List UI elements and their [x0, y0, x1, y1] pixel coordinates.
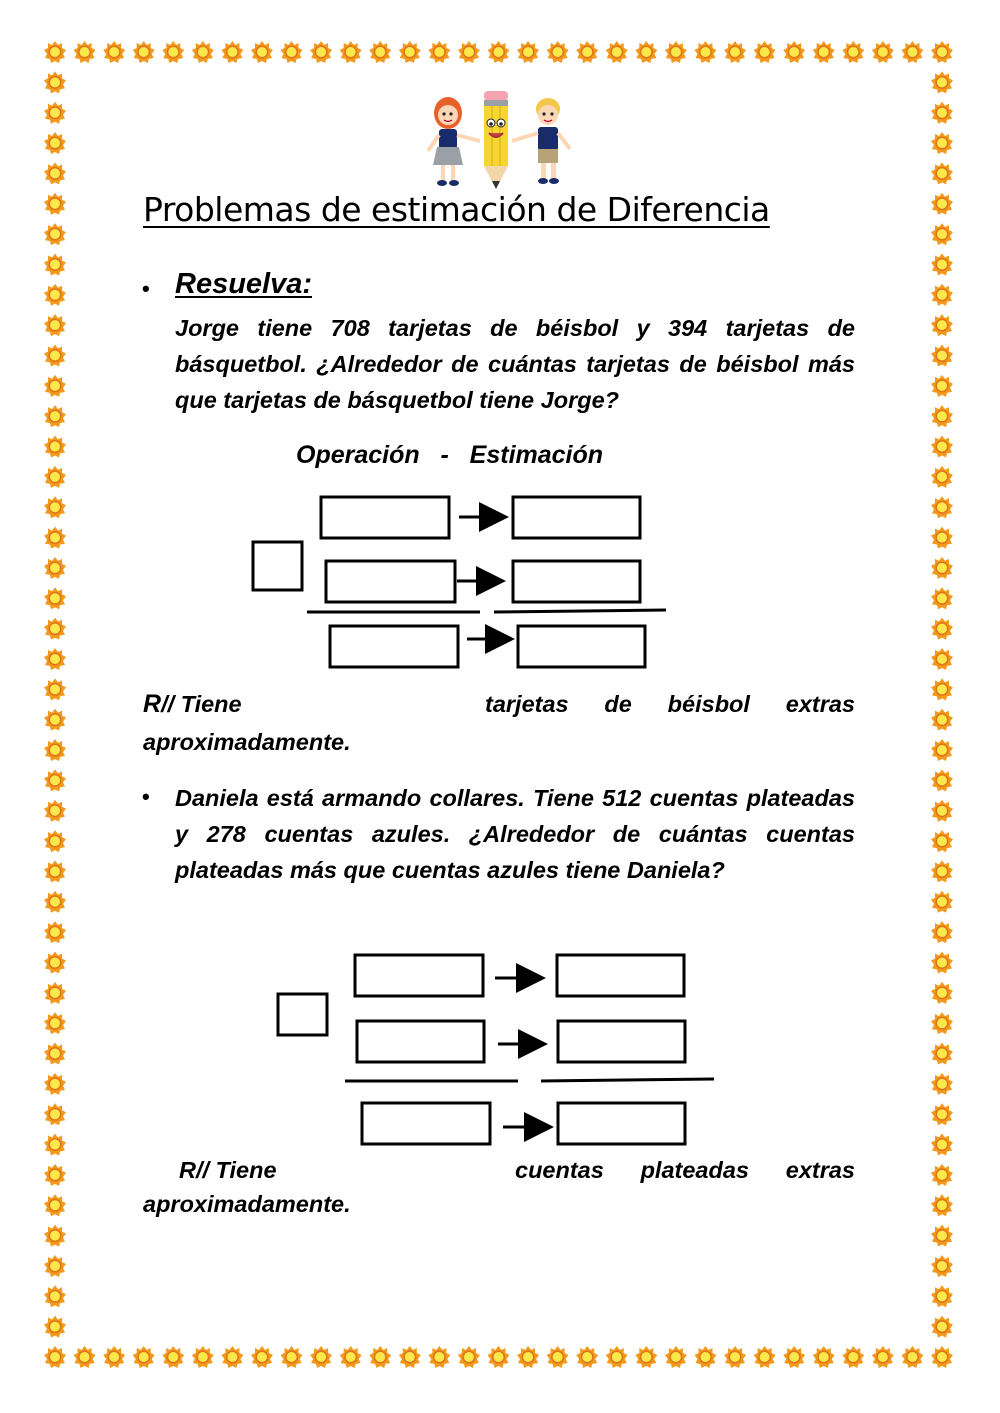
answer-1-prefix: R// Tiene: [143, 690, 242, 718]
answer-word: extras: [785, 691, 855, 717]
page-title: Problemas de estimación de Diferencia: [143, 190, 770, 229]
answer-word: de: [604, 691, 632, 717]
subtrahend-box[interactable]: [355, 1019, 486, 1064]
minuend-box[interactable]: [319, 495, 451, 540]
subtrahend-estimate-box[interactable]: [511, 559, 642, 604]
sum-line: [493, 608, 667, 614]
answer-word: extras: [785, 1157, 855, 1183]
estimation-label: Estimación: [469, 441, 604, 469]
boy-figure: [511, 98, 572, 184]
instruction-heading: Resuelva:: [175, 268, 313, 300]
difference-estimate-box[interactable]: [556, 1101, 687, 1146]
difference-box[interactable]: [360, 1101, 492, 1146]
difference-estimate-box[interactable]: [516, 624, 647, 669]
answer-2-prefix: R// Tiene: [179, 1157, 277, 1183]
problem-2-text: Daniela está armando collares. Tiene 512…: [175, 785, 855, 883]
girl-figure: [426, 97, 481, 186]
pencil-figure: [484, 91, 508, 189]
answer-word: béisbol: [667, 691, 750, 717]
minuend-estimate-box[interactable]: [555, 953, 686, 998]
problem-1-diagram: [251, 495, 667, 669]
operation-estimation-heading: Operación - Estimación: [296, 441, 603, 470]
operation-label: Operación: [296, 441, 420, 469]
subtrahend-estimate-box[interactable]: [556, 1019, 687, 1064]
bullet-glyph: •: [142, 784, 150, 809]
children-with-pencil-icon: [426, 91, 572, 189]
minuend-estimate-box[interactable]: [511, 495, 642, 540]
bullet-glyph: •: [142, 276, 150, 301]
problem-2-diagram: [276, 953, 715, 1146]
answer-word: plateadas: [640, 1157, 749, 1183]
answer-word: cuentas: [515, 1157, 604, 1183]
problem-1-answer: R// Tiene tarjetas de béisbol extras aproxi…: [143, 685, 855, 761]
dash-separator: -: [440, 441, 449, 469]
minuend-box[interactable]: [353, 953, 485, 998]
answer-1-words: tarjetas de béisbol extras: [485, 685, 855, 723]
answer-1-end: aproximadamente.: [143, 729, 351, 755]
operation-sign-box[interactable]: [251, 540, 304, 592]
sum-line: [540, 1077, 715, 1083]
operation-sign-box[interactable]: [276, 992, 329, 1037]
answer-2-words: cuentas plateadas extras: [515, 1151, 855, 1189]
difference-box[interactable]: [328, 624, 460, 669]
subtrahend-box[interactable]: [324, 559, 457, 604]
problem-2-answer: R// Tiene cuentas plateadas extras aproxim…: [143, 1151, 855, 1223]
answer-2-end: aproximadamente.: [143, 1191, 351, 1217]
problem-1-text: Jorge tiene 708 tarjetas de béisbol y 39…: [175, 315, 855, 413]
answer-word: tarjetas: [485, 691, 569, 717]
